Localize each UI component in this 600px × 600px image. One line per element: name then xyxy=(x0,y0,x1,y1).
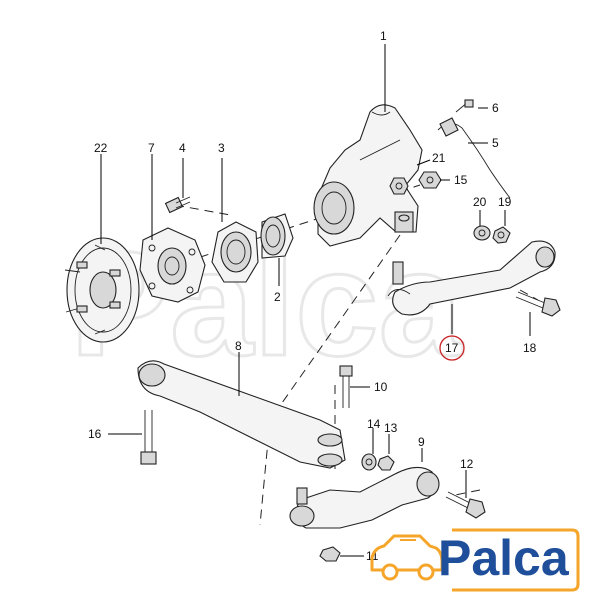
steering-knuckle-part xyxy=(313,104,423,247)
bolt-part-10 xyxy=(339,365,353,408)
part-number-8: 8 xyxy=(235,339,242,353)
part-number-13: 13 xyxy=(384,421,398,435)
control-arm-part-17 xyxy=(387,240,556,316)
part-number-17: 17 xyxy=(445,341,459,355)
wishbone-part-9 xyxy=(289,466,440,529)
wheel-hub-part xyxy=(139,227,206,303)
washer-part-14 xyxy=(361,453,377,471)
palca-logo: Palca xyxy=(370,528,580,592)
bolt-part-4 xyxy=(164,196,191,214)
part-number-16: 16 xyxy=(88,427,102,441)
sensor-cable-part xyxy=(437,117,511,199)
part-number-10: 10 xyxy=(374,380,388,394)
part-number-21: 21 xyxy=(432,151,446,165)
screw-part-6 xyxy=(455,99,474,113)
bolt-part-21 xyxy=(389,177,409,195)
bolt-part-16 xyxy=(140,410,157,465)
nut-part-19 xyxy=(492,226,511,244)
washer-part-20 xyxy=(473,225,491,241)
brake-disc-part xyxy=(64,237,140,343)
bolt-part-12 xyxy=(445,491,486,519)
backing-plate-part xyxy=(211,221,259,283)
part-number-14: 14 xyxy=(367,417,381,431)
part-number-6: 6 xyxy=(492,101,499,115)
part-number-4: 4 xyxy=(179,141,186,155)
part-number-18: 18 xyxy=(523,341,537,355)
car-icon xyxy=(370,534,444,581)
part-number-1: 1 xyxy=(380,29,387,43)
control-arm-part-8 xyxy=(137,360,346,469)
part-number-5: 5 xyxy=(492,136,499,150)
part-number-2: 2 xyxy=(274,290,281,304)
part-number-22: 22 xyxy=(94,141,108,155)
part-number-15: 15 xyxy=(454,173,468,187)
wheel-bearing-part xyxy=(260,213,294,259)
bolt-part-18 xyxy=(515,291,561,317)
part-number-3: 3 xyxy=(218,141,225,155)
part-number-19: 19 xyxy=(498,195,512,209)
logo-text: Palca xyxy=(438,530,570,586)
nut-part-15 xyxy=(418,171,442,189)
part-number-labels: 1 2 3 4 5 6 7 8 9 10 11 12 13 14 15 16 1… xyxy=(88,29,537,563)
part-number-9: 9 xyxy=(418,435,425,449)
nut-part-13 xyxy=(377,455,395,471)
highlight-circle xyxy=(439,335,465,361)
part-number-7: 7 xyxy=(148,141,155,155)
nut-part-11 xyxy=(319,546,341,562)
leader-lines xyxy=(100,44,531,557)
part-number-12: 12 xyxy=(460,457,474,471)
part-number-20: 20 xyxy=(473,195,487,209)
